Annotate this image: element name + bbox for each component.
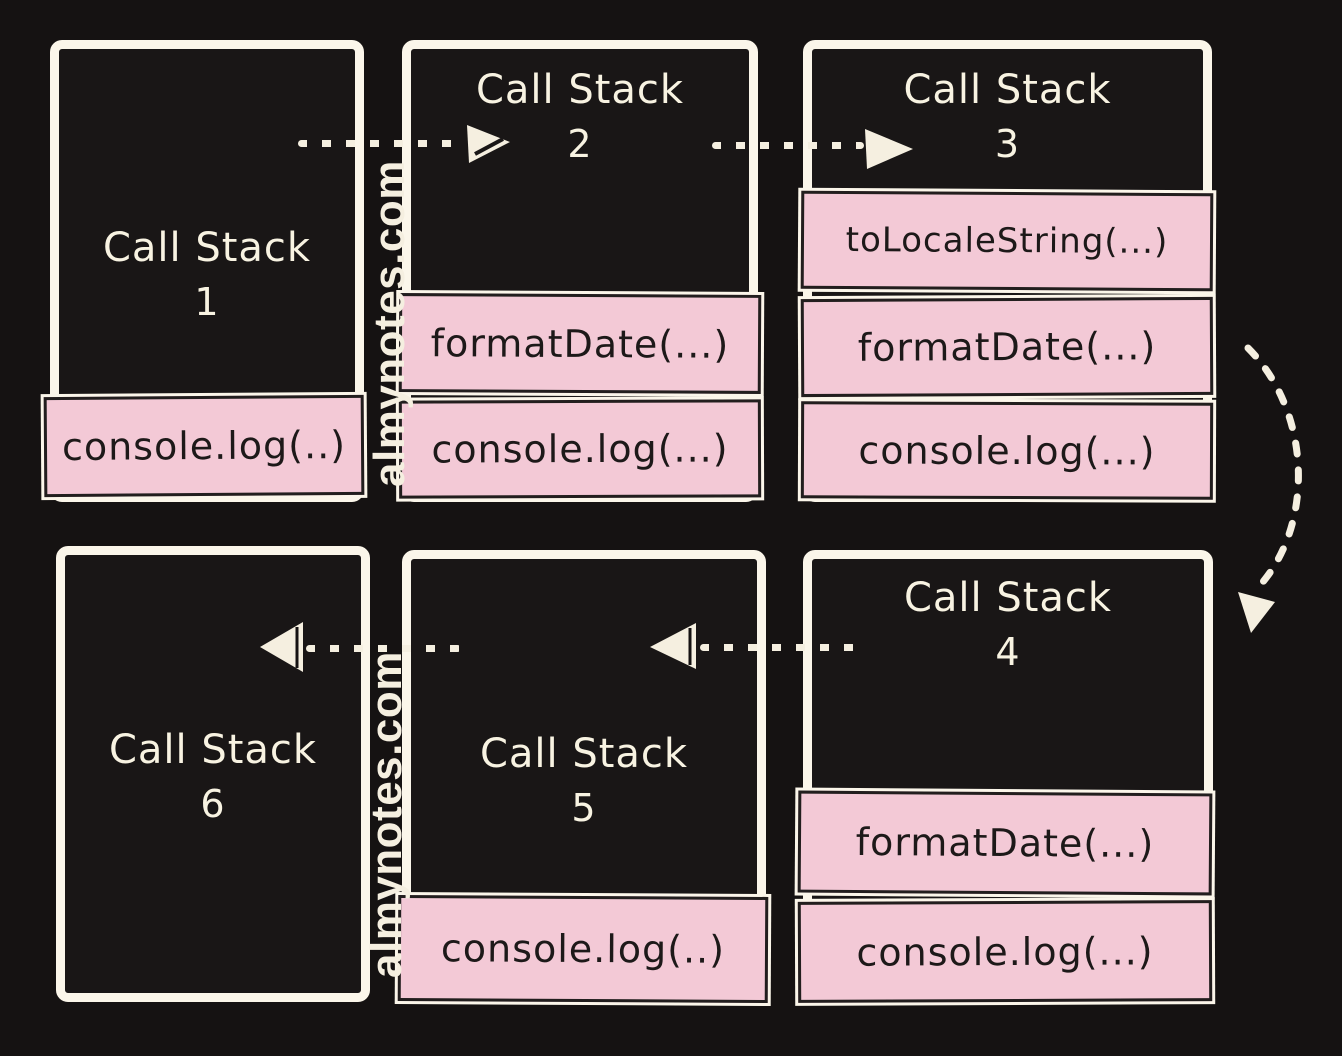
arrow-3-to-4 (1238, 344, 1302, 633)
arrowhead-down-icon (1238, 592, 1275, 633)
arrowhead-left-icon (650, 623, 696, 669)
arrow-2-to-3 (712, 142, 864, 149)
call-stack-6-label: Call Stack (108, 727, 318, 773)
arrowhead-right-icon (467, 125, 510, 163)
call-stack-box-6: Call Stack 6 (56, 546, 370, 1002)
call-stack-2-label: Call Stack (475, 67, 685, 113)
call-stack-4-number: 4 (995, 630, 1021, 674)
call-stack-5-title: Call Stack 5 (411, 727, 757, 835)
call-stack-3-number: 3 (994, 122, 1021, 166)
arrow-4-to-5 (700, 644, 856, 651)
call-stack-2-number: 2 (567, 122, 593, 166)
arrowhead-right-icon (865, 129, 913, 169)
call-stack-6-title: Call Stack 6 (65, 723, 361, 831)
stack-frame-formatdate: formatDate(...) (800, 296, 1214, 398)
call-stack-3-title: Call Stack 3 (812, 63, 1203, 171)
arrow-1-to-2 (298, 140, 466, 147)
stack-frame-console-log: console.log(...) (398, 399, 762, 499)
watermark-bottom: almynotes.com (362, 651, 411, 978)
stack-frame-console-log: console.log(..) (43, 394, 365, 498)
call-stack-5-number: 5 (571, 786, 597, 830)
call-stack-1-number: 1 (194, 280, 220, 324)
call-stack-1-label: Call Stack (102, 225, 312, 271)
stack-frame-tolocalestring: toLocaleString(...) (800, 190, 1214, 292)
call-stack-4-label: Call Stack (903, 575, 1113, 621)
stack-frame-console-log: console.log(...) (800, 401, 1214, 500)
call-stack-1-title: Call Stack 1 (59, 221, 355, 329)
stack-frame-console-log: console.log(..) (397, 895, 769, 1003)
call-stack-5-label: Call Stack (479, 731, 689, 777)
call-stack-3-label: Call Stack (903, 67, 1112, 113)
watermark-top: almynotes.com (365, 160, 414, 487)
call-stack-4-title: Call Stack 4 (812, 571, 1204, 679)
stack-frame-formatdate: formatDate(...) (398, 293, 762, 394)
call-stack-2-title: Call Stack 2 (411, 63, 749, 171)
stack-frame-console-log: console.log(...) (797, 900, 1213, 1003)
stack-frame-formatdate: formatDate(...) (797, 790, 1213, 896)
call-stack-6-number: 6 (200, 782, 226, 826)
arrow-5-to-6 (306, 645, 461, 652)
arrowhead-left-icon (260, 622, 303, 672)
